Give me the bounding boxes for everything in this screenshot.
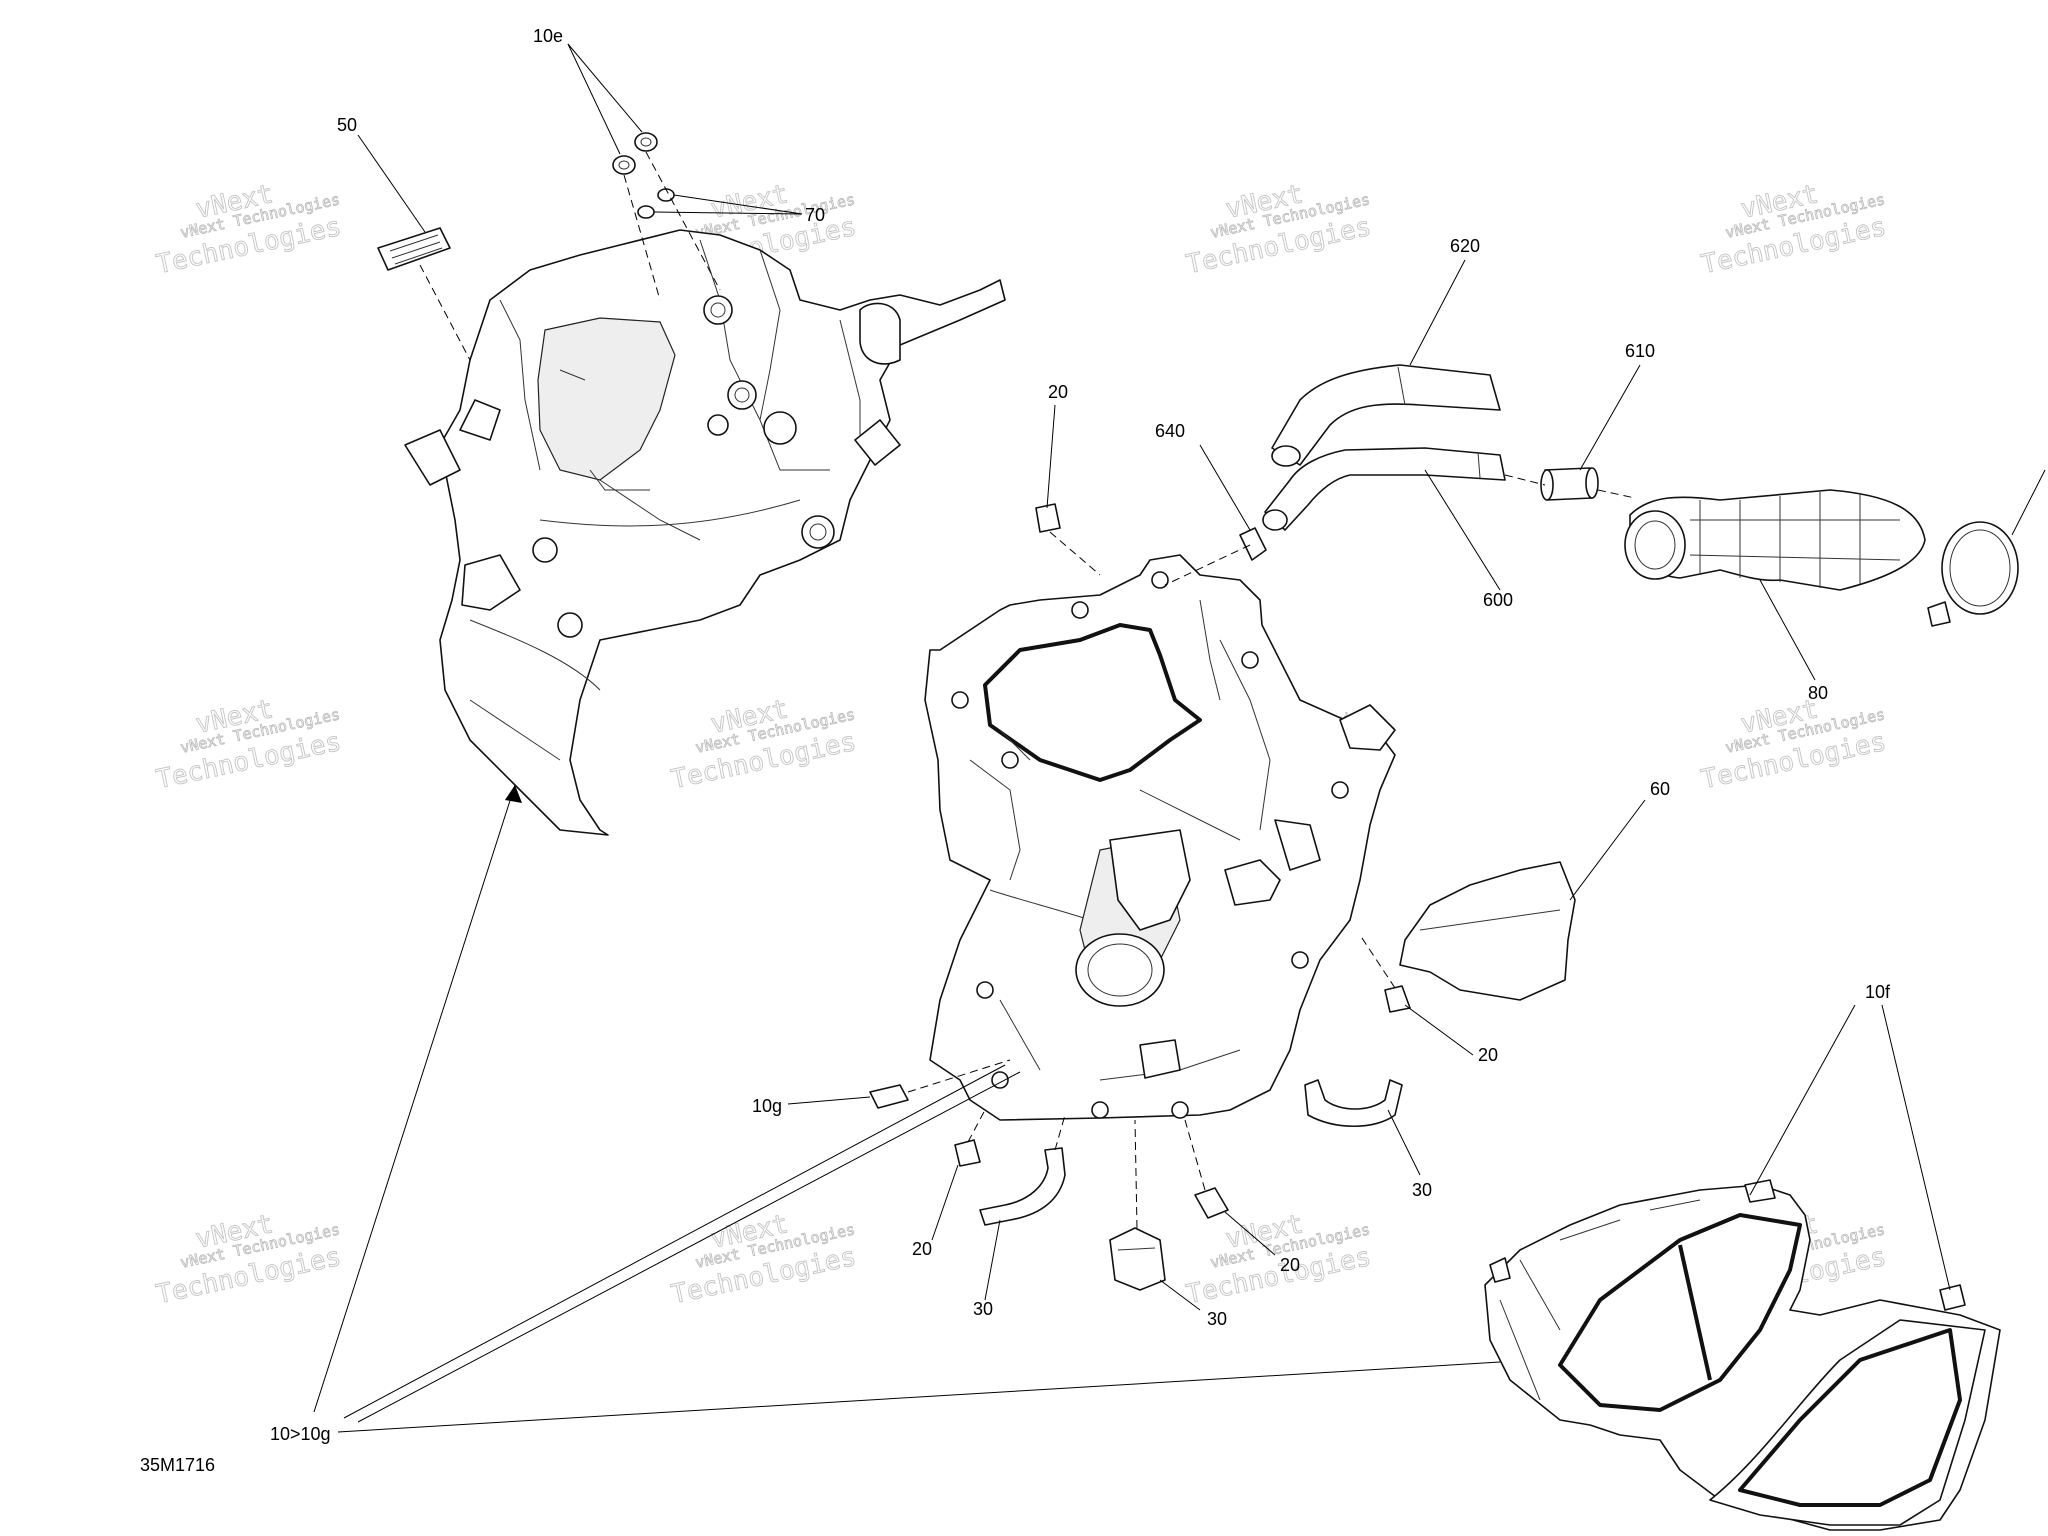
fitting-640 <box>1239 527 1267 561</box>
clamp <box>1927 521 2019 627</box>
callout-20-right: 20 <box>1478 1045 1498 1065</box>
callout-20-bottom-mid: 20 <box>1280 1255 1300 1275</box>
callout-640: 640 <box>1155 421 1185 441</box>
tube-600 <box>1262 447 1506 531</box>
callout-70: 70 <box>805 205 825 225</box>
clip-20-top <box>1035 503 1061 533</box>
label-decal-group <box>377 227 451 271</box>
diagram-id: 35M1716 <box>140 1455 215 1475</box>
callout-600: 600 <box>1483 590 1513 610</box>
hose-620 <box>1271 364 1501 467</box>
decal-10g <box>869 1084 909 1109</box>
callout-10f: 10f <box>1865 982 1891 1002</box>
bracket-30-bottom-left <box>979 1147 1066 1226</box>
watermark: vNext vNext Technologies Technologies <box>668 179 859 281</box>
callout-10e: 10e <box>533 26 563 46</box>
callout-30-bottom-left: 30 <box>973 1299 993 1319</box>
callout-80: 80 <box>1808 683 1828 703</box>
watermark: vNext vNext Technologies Technologies <box>153 179 344 281</box>
watermark: vNext vNext Technologies Technologies <box>153 694 344 796</box>
watermark: vNext vNext Technologies Technologies <box>1698 694 1889 796</box>
callout-10g: 10g <box>752 1096 782 1116</box>
watermark: vNext vNext Technologies Technologies <box>1183 179 1374 281</box>
bracket-30-right <box>1304 1079 1403 1128</box>
callout-620: 620 <box>1450 236 1480 256</box>
callout-50: 50 <box>337 115 357 135</box>
callout-30-bottom-mid: 30 <box>1207 1309 1227 1329</box>
watermark: vNext vNext Technologies Technologies <box>153 1209 344 1311</box>
callout-20-top: 20 <box>1048 382 1068 402</box>
airbox <box>924 554 1396 1121</box>
grommet-group-10e <box>612 132 675 219</box>
watermark: vNext vNext Technologies Technologies <box>1698 179 1889 281</box>
air-duct-10f <box>1484 1179 2001 1531</box>
callout-30-right: 30 <box>1412 1180 1432 1200</box>
callout-60: 60 <box>1650 779 1670 799</box>
intake-boot-80 <box>1624 489 1926 591</box>
upper-intake-frame <box>404 229 1006 836</box>
watermark: vNext vNext Technologies Technologies <box>668 694 859 796</box>
bracket-30-bottom-mid <box>1109 1227 1166 1291</box>
clip-20-bottom-left <box>954 1139 981 1167</box>
panel-60 <box>1399 861 1576 1001</box>
clip-20-bottom-mid <box>1194 1187 1229 1219</box>
fitting-610 <box>1540 467 1599 501</box>
callout-20-bottom-left: 20 <box>912 1239 932 1259</box>
clip-20-right <box>1384 985 1411 1013</box>
callout-10-10g: 10>10g <box>270 1424 331 1444</box>
callout-610: 610 <box>1625 341 1655 361</box>
watermark: vNext vNext Technologies Technologies <box>668 1209 859 1311</box>
